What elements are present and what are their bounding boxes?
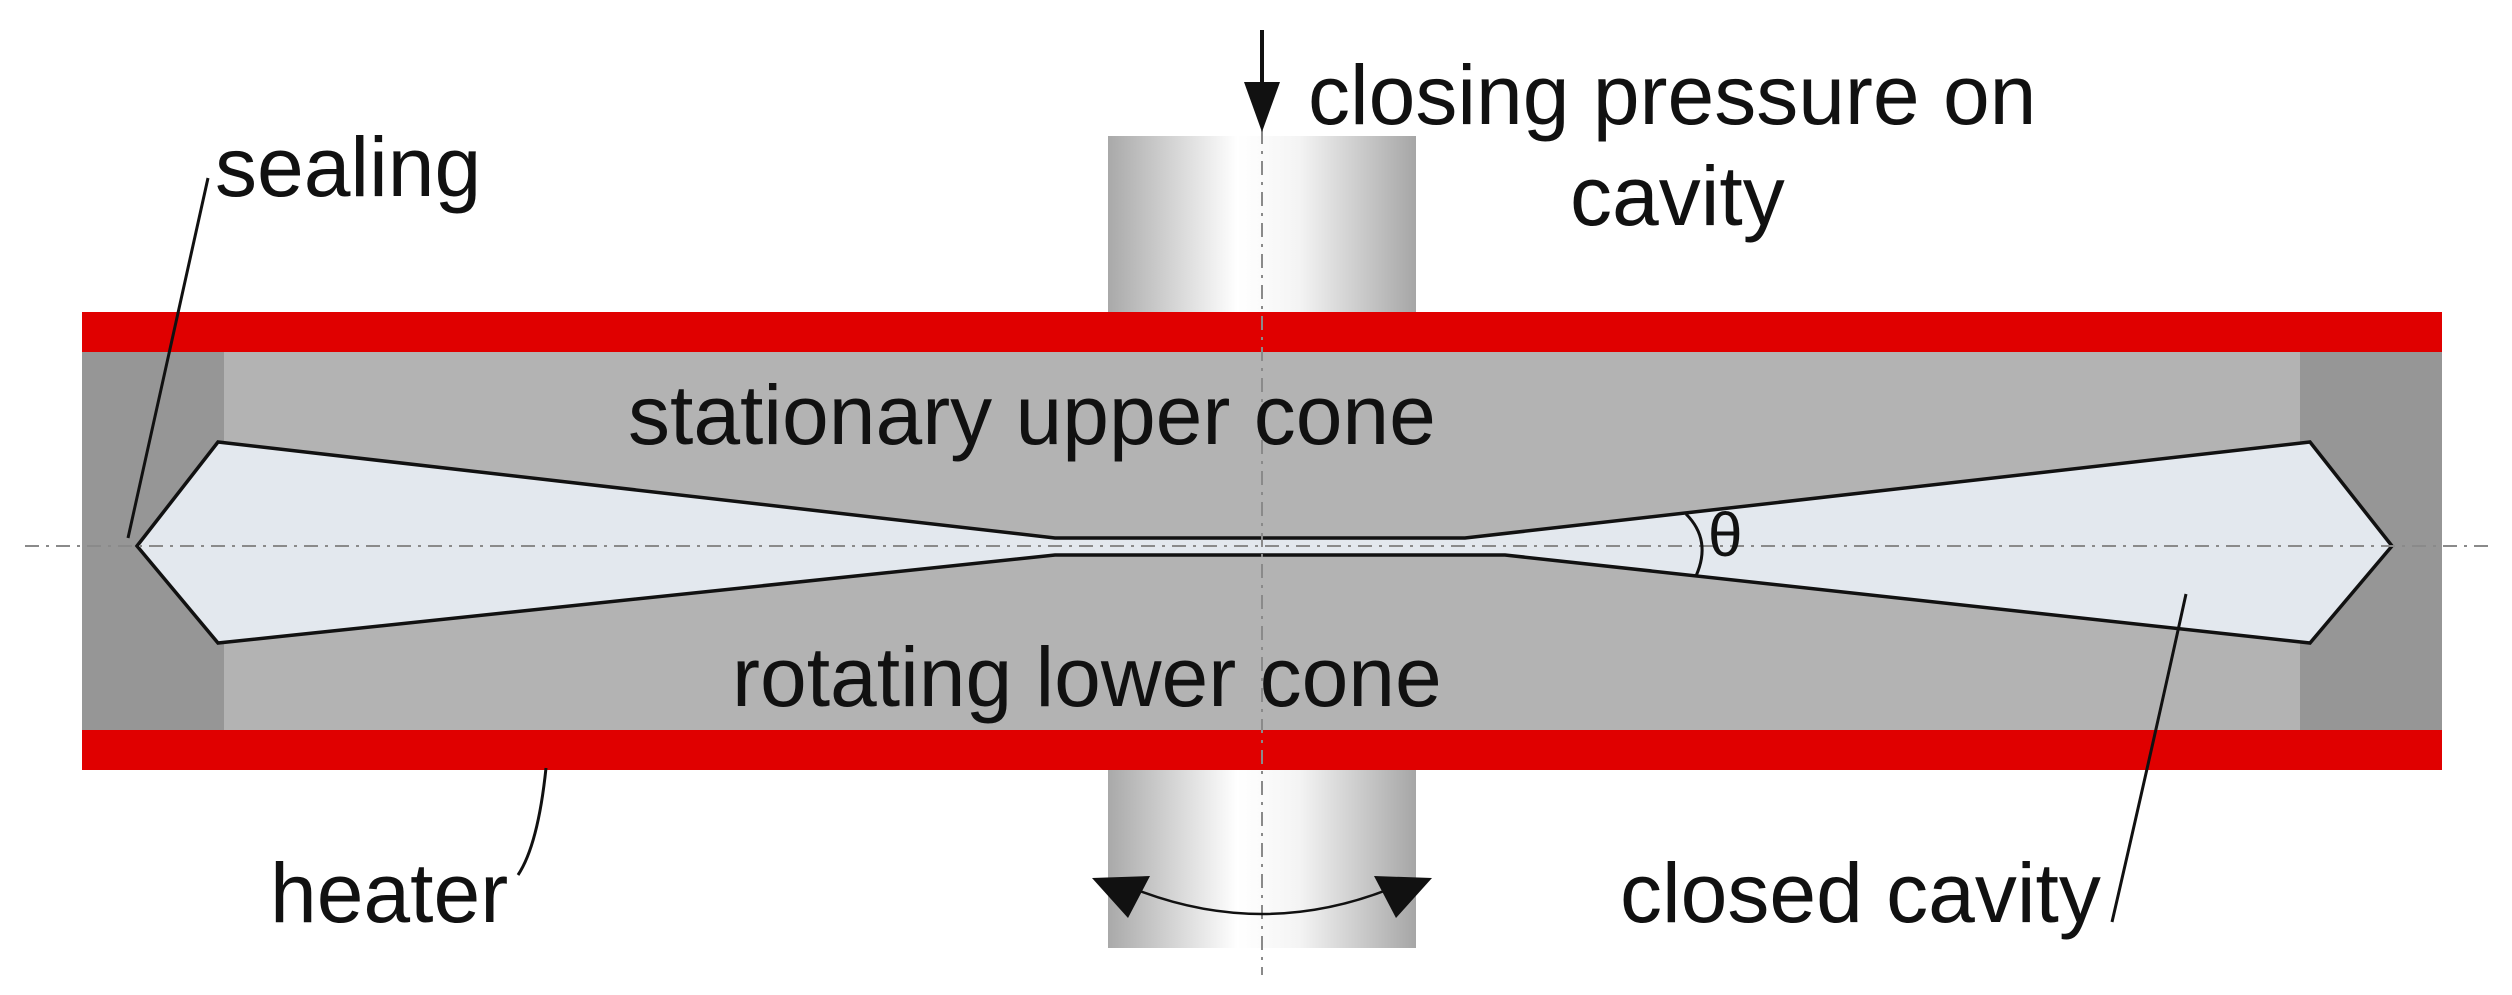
rotation-arc <box>1131 886 1393 916</box>
closing-pressure-arrow-head <box>1244 82 1280 132</box>
heater-leader-line <box>516 767 548 876</box>
rotating-lower-cone-label: rotating lower cone <box>732 630 1442 724</box>
sealing-leader-line <box>126 177 210 539</box>
closed-cavity-label: closed cavity <box>1620 846 2101 940</box>
theta-label: θ <box>1708 501 1742 570</box>
lower-shaft <box>1108 770 1416 948</box>
rotation-arrow-left-head <box>1092 876 1150 918</box>
closing-pressure-label-line1: closing pressure on <box>1308 48 2036 142</box>
closed-cavity-leader-line <box>2110 593 2188 923</box>
stationary-upper-cone-label: stationary upper cone <box>628 368 1436 462</box>
heater-label: heater <box>270 846 508 940</box>
closing-pressure-label-line2: cavity <box>1570 149 1785 243</box>
sealing-label: sealing <box>215 120 481 214</box>
theta-angle-arc <box>1684 512 1704 577</box>
rotation-arrow-right-head <box>1374 876 1432 918</box>
